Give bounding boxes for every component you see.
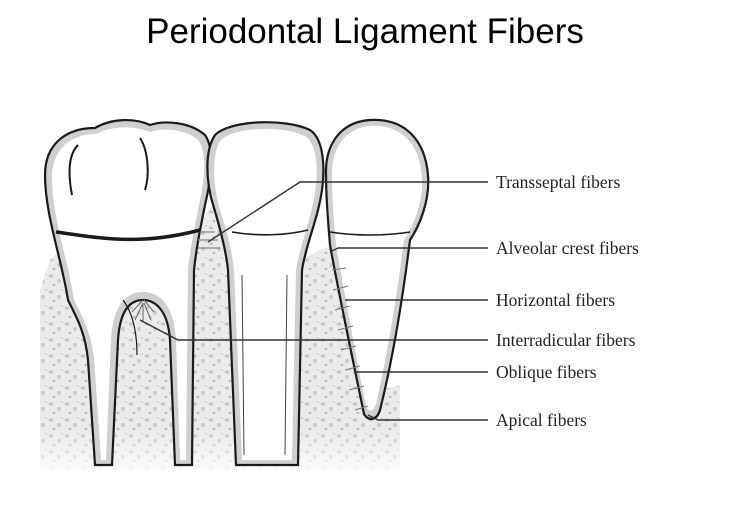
- premolar-tooth: [206, 121, 325, 467]
- diagram-title: Periodontal Ligament Fibers: [146, 12, 584, 51]
- molar-tooth: [43, 119, 213, 467]
- label-transseptal-fibers: Transseptal fibers: [496, 172, 620, 192]
- interradicular-fan: [131, 299, 155, 322]
- label-horizontal-fibers: Horizontal fibers: [496, 290, 615, 310]
- label-alveolar-crest-fibers: Alveolar crest fibers: [496, 238, 639, 258]
- label-interradicular-fibers: Interradicular fibers: [496, 330, 636, 350]
- label-oblique-fibers: Oblique fibers: [496, 362, 597, 382]
- leader-lines: [139, 181, 488, 421]
- transseptal-fiber-band: [198, 231, 220, 249]
- label-apical-fibers: Apical fibers: [496, 410, 587, 430]
